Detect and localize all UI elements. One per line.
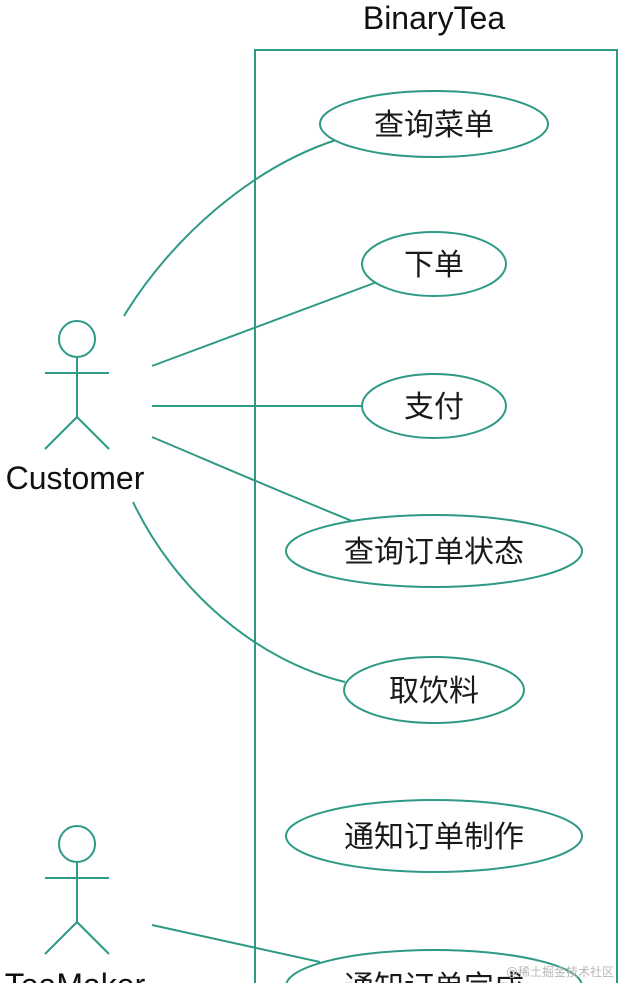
use-case-ellipse xyxy=(285,514,583,588)
use-case-uc7: 通知订单完成 xyxy=(285,949,583,983)
association-customer-uc5 xyxy=(132,501,346,683)
association-customer-uc2 xyxy=(151,281,378,367)
use-case-uc1: 查询菜单 xyxy=(319,90,549,158)
watermark: @稀土掘金技术社区 xyxy=(506,964,614,979)
actor-teamaker xyxy=(44,825,110,955)
actor-label-customer: Customer xyxy=(6,460,145,496)
actor-right-leg xyxy=(76,921,110,955)
use-case-label: 查询订单状态 xyxy=(344,535,524,570)
use-case-label: 通知订单制作 xyxy=(344,820,524,855)
use-case-ellipse xyxy=(319,90,549,158)
use-case-ellipse xyxy=(285,949,583,983)
use-case-ellipse xyxy=(361,373,507,439)
association-teamaker-uc7 xyxy=(151,924,321,963)
use-case-uc5: 取饮料 xyxy=(343,656,525,724)
use-case-uc6: 通知订单制作 xyxy=(285,799,583,873)
actor-left-leg xyxy=(44,416,78,450)
use-case-label: 通知订单完成 xyxy=(344,970,524,983)
actor-customer xyxy=(44,320,110,450)
actor-right-leg xyxy=(76,416,110,450)
actor-head-icon xyxy=(58,825,96,863)
use-case-ellipse xyxy=(361,231,507,297)
use-case-ellipse xyxy=(285,799,583,873)
use-case-uc3: 支付 xyxy=(361,373,507,439)
association-customer-uc1 xyxy=(123,139,337,317)
use-case-uc4: 查询订单状态 xyxy=(285,514,583,588)
system-title: BinaryTea xyxy=(363,0,506,36)
actor-head-icon xyxy=(58,320,96,358)
use-case-uc2: 下单 xyxy=(361,231,507,297)
associations xyxy=(123,139,378,963)
association-customer-uc4 xyxy=(151,436,353,522)
actor-left-leg xyxy=(44,921,78,955)
use-case-ellipse xyxy=(343,656,525,724)
use-case-label: 下单 xyxy=(404,248,464,283)
use-case-label: 查询菜单 xyxy=(374,108,494,143)
actor-label-teamaker: TeaMaker xyxy=(5,967,146,983)
use-case-label: 支付 xyxy=(404,390,464,425)
use-case-label: 取饮料 xyxy=(389,674,479,709)
system-boundary xyxy=(254,49,618,983)
